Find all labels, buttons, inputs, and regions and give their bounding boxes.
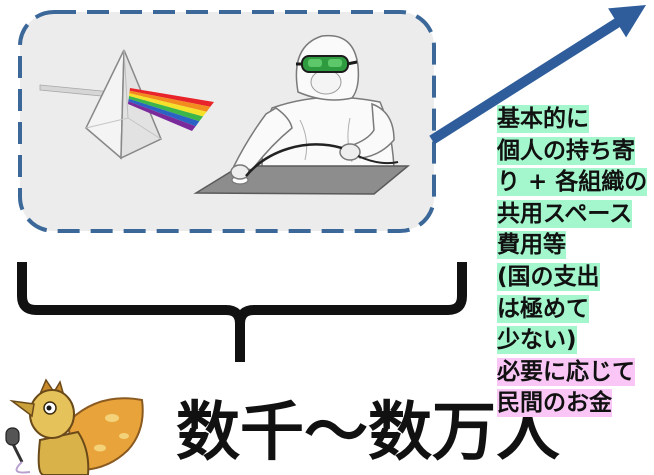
- public-funding-line: 少ない): [497, 326, 577, 355]
- private-funding-line: 民間のお金: [497, 389, 612, 418]
- note-row: 民間のお金: [497, 388, 654, 420]
- worker-left-hand: [230, 164, 250, 180]
- arrow-shaft: [429, 16, 623, 145]
- note-row: り + 各組織の: [497, 167, 654, 199]
- note-row: 費用等: [497, 230, 654, 262]
- prism-back-edge: [85, 117, 162, 140]
- public-funding-line: (国の支出: [497, 262, 600, 291]
- microphone-icon: [5, 427, 20, 446]
- microphone-cord: [15, 461, 31, 474]
- public-funding-line: 基本的に: [497, 105, 589, 133]
- worker-right-hand: [339, 143, 361, 161]
- note-row: 個人の持ち寄: [497, 136, 654, 168]
- note-row: 必要に応じて: [497, 357, 654, 389]
- tool-cable: [357, 155, 399, 165]
- tool-cable: [245, 143, 343, 177]
- public-funding-line: は極めて: [497, 294, 589, 323]
- suit-fold: [299, 119, 308, 161]
- spectrum-blue: [128, 98, 200, 127]
- worker-left-arm: [232, 107, 293, 171]
- public-funding-line: 個人の持ち寄: [497, 136, 635, 165]
- funding-notes: 基本的に 個人の持ち寄 り + 各組織の 共用スペース 費用等 (国の支出 は極…: [497, 104, 654, 420]
- mascot-body: [37, 430, 90, 475]
- note-row: 基本的に: [497, 104, 654, 136]
- prism-icon: [39, 49, 214, 160]
- cleanroom-worker-icon: [193, 34, 411, 195]
- wing-spot: [105, 414, 119, 422]
- mascot-pupil: [46, 405, 52, 411]
- worker-right-arm: [348, 102, 395, 159]
- spectrum-purple: [128, 101, 196, 131]
- note-row: (国の支出: [497, 262, 654, 294]
- rainbow-spectrum: [128, 88, 214, 131]
- wing-spot: [119, 433, 129, 439]
- public-funding-line: 共用スペース: [497, 199, 633, 228]
- mascot-icon: [5, 378, 144, 475]
- spectrum-red: [129, 88, 214, 107]
- headcount-headline: 数千〜数万人: [176, 396, 560, 470]
- public-funding-line: り + 各組織の: [497, 168, 648, 197]
- worker-face: [310, 69, 342, 95]
- funding-arrow: [429, 5, 646, 145]
- note-row: は極めて: [497, 294, 654, 326]
- goggle-lens: [308, 59, 322, 67]
- mascot-beak: [9, 399, 35, 418]
- prism-inner-edge: [123, 49, 129, 119]
- microphone-handle: [11, 443, 24, 463]
- spectrum-green: [128, 96, 203, 122]
- arrow-head: [608, 5, 646, 38]
- note-row: 少ない): [497, 325, 654, 357]
- wing-spot: [94, 444, 106, 452]
- spectrum-orange: [129, 90, 211, 112]
- group-brace: [17, 262, 467, 362]
- goggle-lens: [328, 59, 342, 67]
- public-funding-line: 費用等: [497, 231, 566, 260]
- spectrum-yellow: [129, 93, 207, 117]
- note-row: 共用スペース: [497, 199, 654, 231]
- private-funding-line: 必要に応じて: [497, 357, 635, 386]
